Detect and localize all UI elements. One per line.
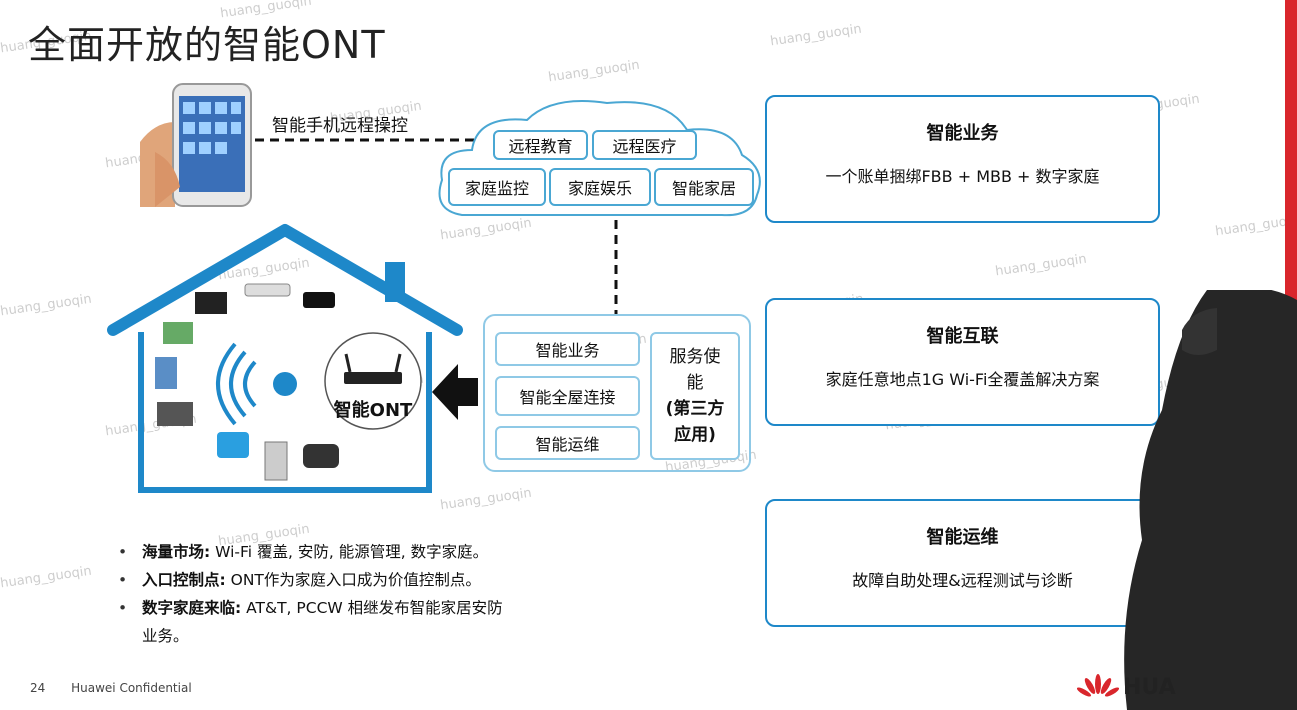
bullet-key: 入口控制点: — [142, 571, 226, 589]
huawei-petal-icon — [1077, 674, 1119, 697]
watermark: huang_guoqin — [0, 563, 93, 592]
service-smart-ops: 智能运维 — [495, 426, 640, 460]
bullet-text: ONT作为家庭入口成为价值控制点。 — [225, 571, 481, 589]
router-icon — [324, 332, 422, 430]
bullet-text-cont: 业务。 — [142, 627, 189, 645]
key-points-list: 海量市场: Wi-Fi 覆盖, 安防, 能源管理, 数字家庭。 入口控制点: O… — [118, 538, 503, 650]
cloud-item-home-entertainment: 家庭娱乐 — [549, 168, 651, 206]
cloud-item-remote-education: 远程教育 — [493, 130, 588, 160]
smart-ont-label: 智能ONT — [333, 400, 413, 421]
card-desc: 故障自助处理&远程测试与诊断 — [852, 571, 1073, 590]
service-whole-home-connect: 智能全屋连接 — [495, 376, 640, 416]
services-panel — [483, 314, 751, 472]
card-desc: 一个账单捆绑FBB + MBB + 数字家庭 — [825, 167, 1100, 186]
left-arrow-icon — [432, 364, 478, 420]
cloud-item-remote-medical: 远程医疗 — [592, 130, 697, 160]
card-title: 智能业务 — [926, 123, 999, 144]
card-title: 智能运维 — [926, 527, 999, 548]
card-smart-ops: 智能运维 故障自助处理&远程测试与诊断 — [765, 499, 1160, 627]
enable-label-line: (第三方 — [665, 399, 725, 419]
service-enablement-box: 服务使 能 (第三方 应用) — [650, 332, 740, 460]
brand-red-bar — [1285, 0, 1297, 300]
bullet-text: AT&T, PCCW 相继发布智能家居安防 — [241, 599, 503, 617]
watermark: huang_guoqin — [0, 291, 93, 320]
footer: 24 Huawei Confidential — [30, 681, 192, 695]
card-desc: 家庭任意地点1G Wi-Fi全覆盖解决方案 — [825, 370, 1100, 389]
smartphone-icon — [140, 83, 252, 207]
bullet-text: Wi-Fi 覆盖, 安防, 能源管理, 数字家庭。 — [210, 543, 489, 561]
huawei-logo: HUA — [1077, 672, 1176, 702]
confidential-label: Huawei Confidential — [71, 681, 192, 695]
enable-label-line: 能 — [686, 373, 704, 393]
card-smart-interconnect: 智能互联 家庭任意地点1G Wi-Fi全覆盖解决方案 — [765, 298, 1160, 426]
cloud-item-home-monitoring: 家庭监控 — [448, 168, 546, 206]
bullet-key: 海量市场: — [142, 543, 211, 561]
card-smart-business: 智能业务 一个账单捆绑FBB + MBB + 数字家庭 — [765, 95, 1160, 223]
enable-label-line: 应用) — [674, 425, 716, 445]
watermark: huang_guoqin — [769, 21, 863, 50]
watermark: huang_guoqin — [547, 57, 641, 86]
phone-remote-label: 智能手机远程操控 — [272, 116, 408, 136]
enable-label-line: 服务使 — [669, 347, 721, 367]
dashed-connector — [255, 138, 485, 142]
card-title: 智能互联 — [926, 326, 999, 347]
watermark: huang_guoqin — [994, 251, 1088, 280]
page-number: 24 — [30, 681, 46, 695]
slide-title: 全面开放的智能ONT — [28, 23, 386, 67]
house-diagram — [107, 224, 463, 493]
bullet-item: 海量市场: Wi-Fi 覆盖, 安防, 能源管理, 数字家庭。 — [118, 538, 503, 566]
logo-text: HUA — [1123, 674, 1176, 700]
service-smart-business: 智能业务 — [495, 332, 640, 366]
dashed-connector — [614, 220, 618, 316]
bullet-key: 数字家庭来临: — [142, 599, 242, 617]
presenter-figure — [1124, 290, 1297, 710]
cloud-item-smart-home: 智能家居 — [654, 168, 754, 206]
bullet-item: 入口控制点: ONT作为家庭入口成为价值控制点。 — [118, 566, 503, 594]
